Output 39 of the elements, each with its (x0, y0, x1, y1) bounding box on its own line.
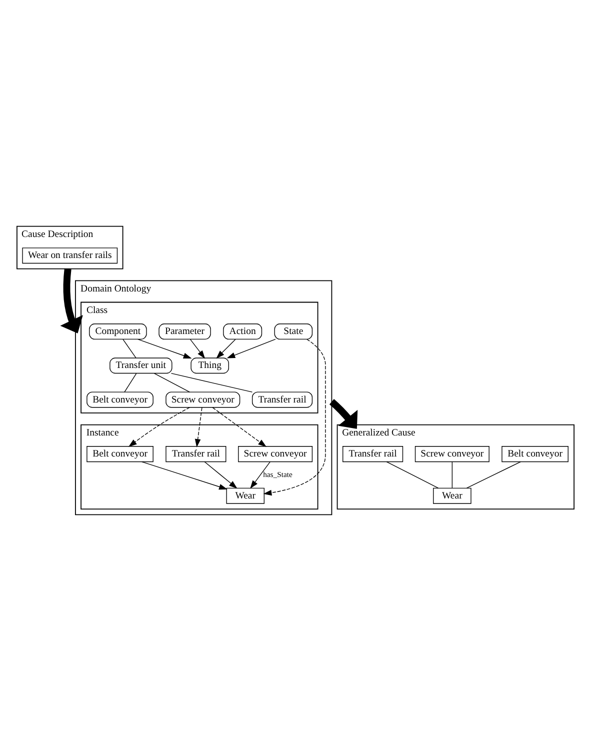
arrow (194, 406, 202, 447)
node-box: Transfer rail (252, 391, 313, 408)
arrow (212, 406, 267, 446)
connector (386, 460, 439, 488)
node-box: Thing (190, 357, 229, 374)
arrow (128, 406, 190, 446)
node-box: Belt conveyor (502, 446, 568, 462)
arrow (190, 338, 206, 358)
node-box: Wear on transfer rails (22, 247, 118, 264)
arrow (142, 460, 228, 490)
edge-label: has_State (263, 469, 292, 478)
node-box: Parameter (158, 323, 211, 340)
connector (466, 460, 521, 488)
node-box: Belt conveyor (86, 391, 154, 408)
arrow (329, 398, 358, 428)
node-box: Transfer rail (166, 446, 226, 462)
node-box: Wear (226, 487, 265, 504)
connector (452, 460, 453, 488)
node-box: Transfer rail (342, 446, 404, 462)
connector (124, 372, 137, 392)
node-box: Wear (433, 487, 472, 504)
node-box: Screw conveyor (166, 391, 240, 408)
connector (122, 338, 136, 358)
arrow (216, 338, 236, 358)
arrow (263, 338, 326, 496)
arrow (137, 338, 192, 358)
node-box: Belt conveyor (86, 446, 154, 462)
node-box: Component (89, 323, 147, 340)
node-box: Screw conveyor (414, 446, 490, 462)
arrow (204, 460, 238, 488)
arrow (226, 338, 276, 358)
connector (170, 372, 253, 392)
node-box: State (274, 323, 313, 340)
node-box: Screw conveyor (238, 446, 313, 462)
node-box: Action (223, 323, 262, 340)
arrow (250, 460, 270, 488)
arrow (60, 268, 83, 333)
connector (154, 372, 190, 392)
node-box: Transfer unit (110, 357, 172, 374)
